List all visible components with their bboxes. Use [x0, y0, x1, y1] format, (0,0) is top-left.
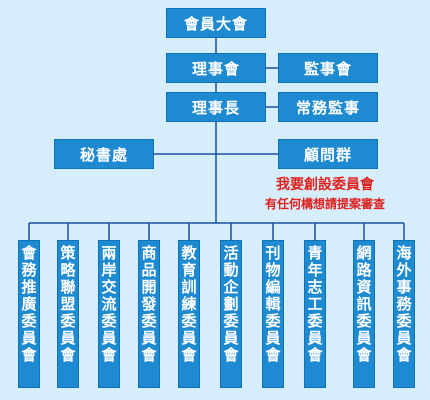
advisory-group-node: 顧問群 [278, 139, 378, 169]
committee-node: 活動企劃委員會 [220, 240, 242, 388]
chairman-node: 理事長 [166, 92, 266, 122]
general-assembly-node: 會員大會 [166, 8, 266, 38]
secretariat-node: 秘書處 [54, 139, 154, 169]
committee-node: 刊物編輯委員會 [262, 240, 284, 388]
board-of-directors-node: 理事會 [166, 53, 266, 83]
committee-node: 海外事務委員會 [393, 240, 415, 388]
proposal-review-note: 有任何構想請提案審查 [264, 197, 385, 211]
standing-supervisor-node: 常務監事 [278, 92, 378, 122]
create-committee-note: 我要創設委員會 [276, 177, 374, 193]
committee-node: 教育訓練委員會 [178, 240, 200, 388]
committee-node: 兩岸交流委員會 [98, 240, 120, 388]
committee-node: 網路資訊委員會 [353, 240, 375, 388]
committee-node: 會務推廣委員會 [18, 240, 40, 388]
committee-node: 策略聯盟委員會 [57, 240, 79, 388]
board-of-supervisors-node: 監事會 [278, 53, 378, 83]
committee-node: 青年志工委員會 [304, 240, 326, 388]
committee-node: 商品開發委員會 [138, 240, 160, 388]
